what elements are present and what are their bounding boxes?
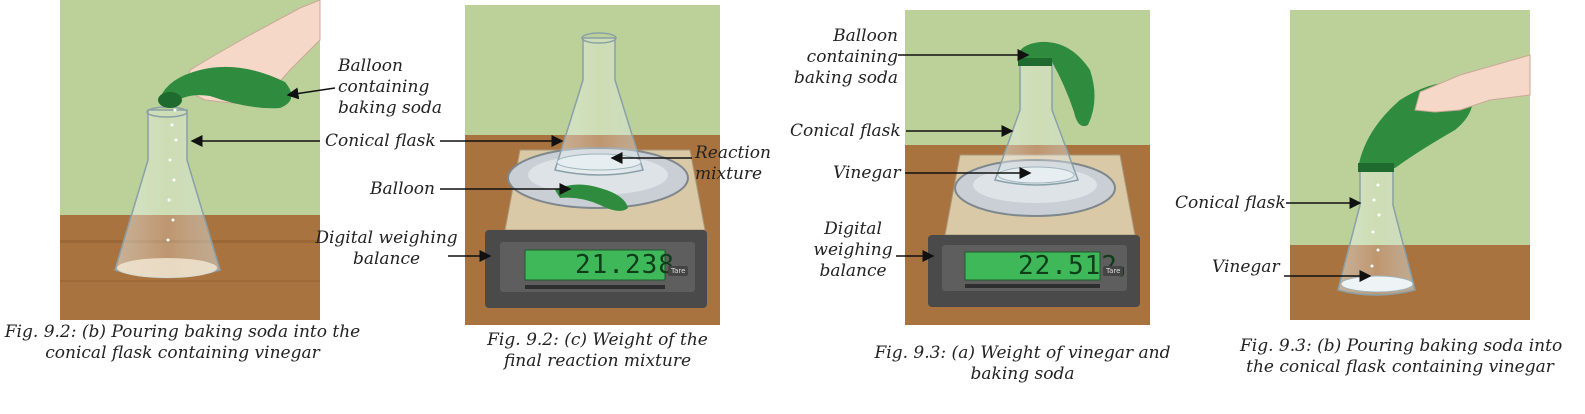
caption-fig-9-3-a: Fig. 9.3: (a) Weight of vinegar and baki…: [870, 343, 1175, 385]
label-line: Digital weighing: [315, 228, 458, 248]
label-vinegar: Vinegar: [1212, 257, 1280, 277]
balance-display-reading: 21.238g: [575, 250, 683, 280]
caption-fig-9-2-b: Fig. 9.2: (b) Pouring baking soda into t…: [0, 322, 365, 364]
display-value: 21.238: [575, 250, 675, 280]
label-line: balance: [819, 261, 887, 281]
label-line: containing: [338, 77, 430, 97]
label-balloon-containing-baking-soda: Balloon containing baking soda: [790, 26, 898, 89]
label-line: weighing: [813, 240, 893, 260]
label-line: containing: [806, 47, 898, 67]
display-value: 22.512: [1018, 251, 1118, 281]
balance-display-reading: 22.512g: [1018, 251, 1126, 281]
balloon-deflated: [555, 184, 628, 211]
label-conical-flask: Conical flask: [1175, 193, 1286, 213]
label-line: balance: [352, 249, 421, 269]
conical-flask: [994, 61, 1079, 186]
balloon-neck: [158, 92, 182, 108]
balloon-neck: [1018, 58, 1052, 66]
tare-button: Tare: [668, 266, 689, 276]
label-conical-flask: Conical flask: [325, 131, 436, 151]
label-balloon: Balloon: [370, 179, 435, 199]
caption-line: conical flask containing vinegar: [45, 343, 320, 363]
hand: [1414, 54, 1531, 113]
label-line: baking soda: [794, 68, 898, 88]
balance-slot: [965, 284, 1100, 288]
tare-button: Tare: [1103, 266, 1124, 276]
label-line: Digital: [824, 219, 882, 239]
display-screen: [964, 251, 1101, 281]
label-digital-weighing-balance: Digital weighing balance: [808, 219, 898, 282]
pointer-arrows: [190, 49, 1372, 282]
label-line: Reaction: [695, 143, 771, 163]
fig-9-3-b-art: [1290, 10, 1531, 320]
powder-stream: [1370, 183, 1381, 268]
table-grain: [60, 280, 320, 282]
balloon-neck: [1358, 163, 1394, 172]
balloon-green: [1017, 41, 1095, 127]
label-balloon-containing-baking-soda: Balloon containing baking soda: [338, 56, 442, 119]
label-line: mixture: [695, 164, 763, 184]
fig-9-2-b-art: [60, 0, 321, 320]
caption-line: Fig. 9.2: (b) Pouring baking soda into t…: [4, 322, 361, 342]
caption-line: Fig. 9.2: (c) Weight of the: [487, 330, 708, 350]
fig-9-2-c-art: [465, 5, 720, 325]
flask-mouth: [581, 32, 617, 44]
caption-line: Fig. 9.3: (a) Weight of vinegar and: [874, 343, 1171, 363]
label-vinegar: Vinegar: [833, 163, 901, 183]
caption-line: baking soda: [970, 364, 1075, 384]
vinegar-liquid: [1340, 275, 1414, 293]
label-line: Balloon: [833, 26, 898, 46]
powder-stream: [166, 108, 178, 242]
fig-9-3-a-art: [905, 10, 1150, 325]
caption-fig-9-2-c: Fig. 9.2: (c) Weight of the final reacti…: [470, 330, 725, 372]
caption-line: the conical flask containing vinegar: [1246, 357, 1554, 377]
balloon-green: [160, 66, 292, 109]
label-line: baking soda: [338, 98, 442, 118]
conical-flask: [554, 37, 644, 176]
vinegar-liquid: [997, 166, 1075, 184]
conical-flask: [1337, 169, 1416, 296]
arrow-balloon: [286, 87, 336, 100]
balance-slot: [525, 285, 665, 289]
label-reaction-mixture: Reaction mixture: [695, 143, 771, 185]
caption-line: Fig. 9.3: (b) Pouring baking soda into: [1240, 336, 1563, 356]
caption-fig-9-3-b: Fig. 9.3: (b) Pouring baking soda into t…: [1240, 336, 1563, 378]
caption-line: final reaction mixture: [503, 351, 692, 371]
label-digital-weighing-balance: Digital weighing balance: [314, 228, 459, 270]
label-line: Balloon: [338, 56, 403, 76]
display-screen: [524, 249, 666, 281]
label-conical-flask: Conical flask: [790, 121, 901, 141]
reaction-mixture: [556, 153, 642, 171]
baking-soda-pile: [117, 258, 217, 278]
